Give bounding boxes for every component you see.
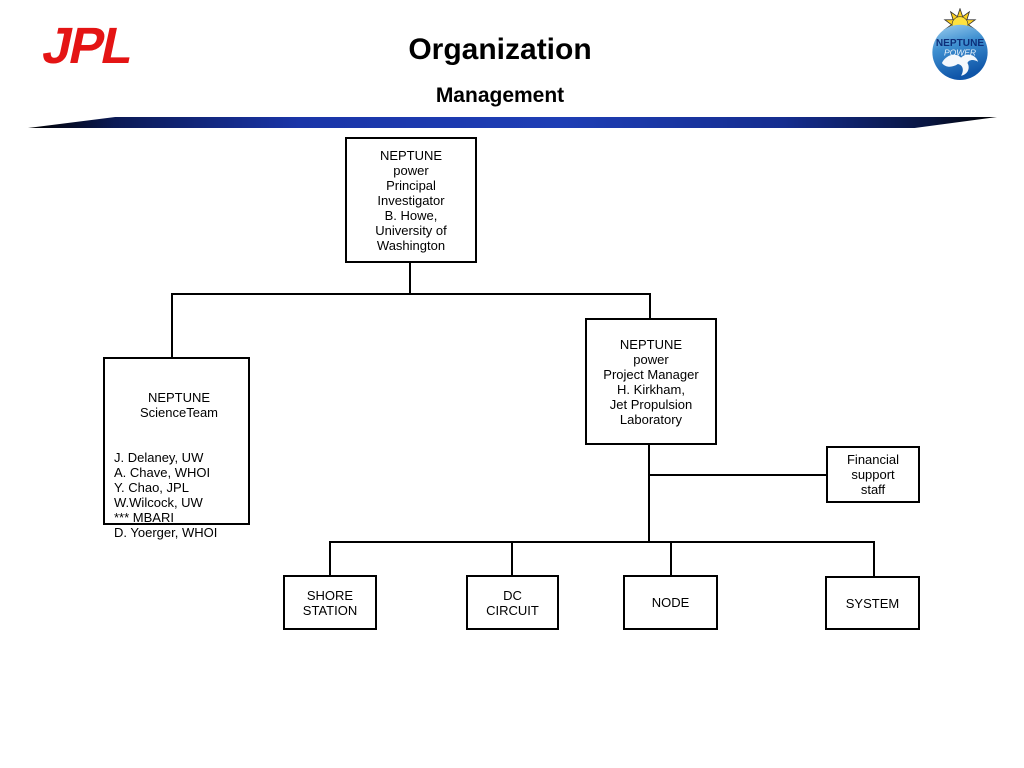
connector-line: [409, 263, 411, 294]
org-box-project-manager: NEPTUNE power Project Manager H. Kirkham…: [585, 318, 717, 445]
connector-line: [648, 444, 650, 542]
neptune-logo-power: POWER: [944, 48, 976, 58]
science-team-title: NEPTUNE ScienceTeam: [139, 390, 219, 420]
page-title: Organization: [408, 33, 592, 66]
connector-line: [171, 293, 651, 295]
connector-line: [330, 541, 875, 543]
org-box-principal-investigator: NEPTUNE power Principal Investigator B. …: [345, 137, 477, 263]
connector-line: [511, 541, 513, 575]
org-box-dc-circuit: DC CIRCUIT: [466, 575, 559, 630]
connector-line: [649, 293, 651, 318]
org-box-science-team: NEPTUNE ScienceTeam J. Delaney, UW A. Ch…: [103, 357, 250, 540]
org-box-financial-support-staff: Financial support staff: [826, 446, 920, 503]
org-box-shore-station: SHORE STATION: [283, 575, 377, 630]
connector-line: [670, 541, 672, 575]
connector-line: [171, 293, 173, 357]
page-subtitle: Management: [435, 84, 565, 107]
divider-bar: [28, 117, 997, 128]
connector-line: [648, 474, 826, 476]
neptune-power-logo-icon: NEPTUNE POWER: [932, 8, 988, 80]
org-box-system: SYSTEM: [825, 576, 920, 630]
connector-line: [873, 541, 875, 576]
connector-line: [329, 541, 331, 575]
science-team-members: J. Delaney, UW A. Chave, WHOI Y. Chao, J…: [114, 450, 218, 540]
org-box-node: NODE: [623, 575, 718, 630]
neptune-logo-name: NEPTUNE: [936, 38, 984, 49]
wave-icon: [941, 54, 979, 76]
logo-globe-icon: [932, 24, 988, 80]
